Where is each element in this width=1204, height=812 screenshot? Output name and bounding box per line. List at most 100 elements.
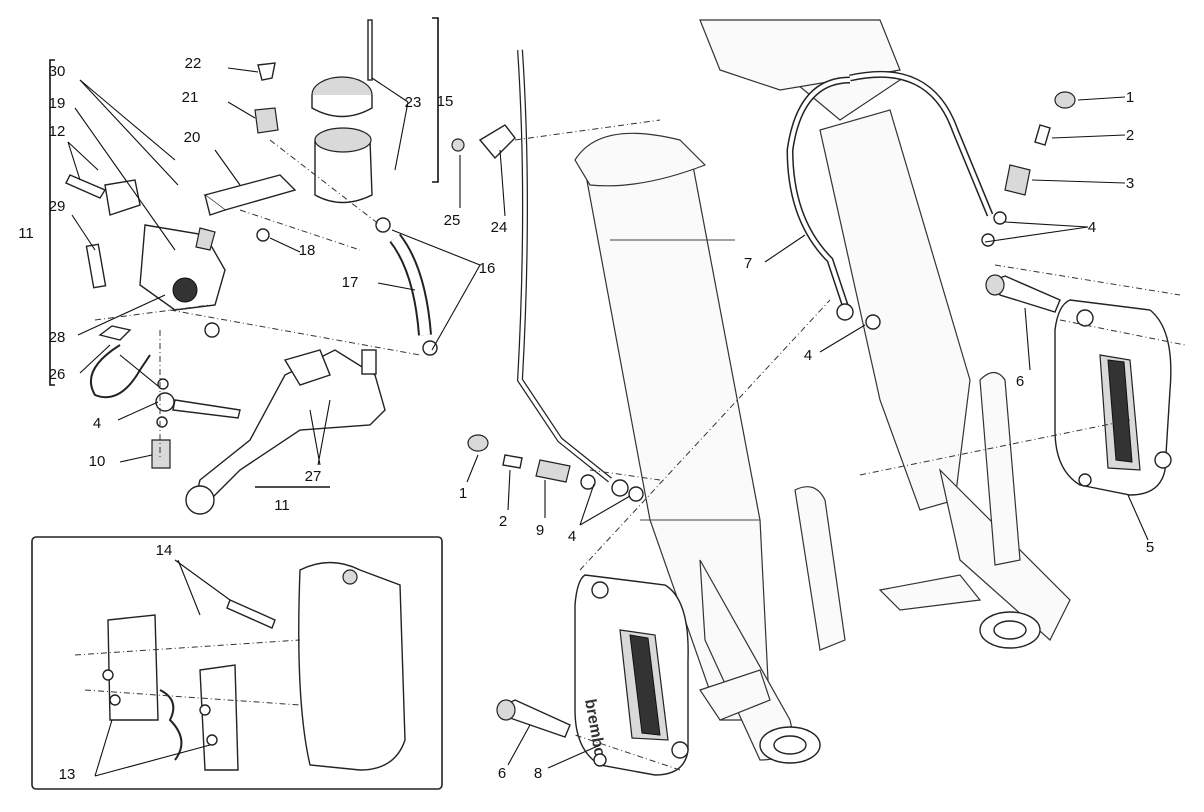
leader-line: [466, 454, 479, 483]
part-number-label: 30: [49, 63, 66, 80]
leader-line: [74, 107, 176, 251]
leader-line: [227, 101, 256, 119]
caliper-bolt-right: [985, 274, 1061, 313]
grommets: [204, 62, 279, 338]
part-number-label: 13: [59, 766, 76, 783]
leader-line: [67, 141, 99, 171]
leader-line: [391, 229, 481, 266]
brake-caliper-right: [1054, 299, 1172, 496]
bracket-15: [432, 17, 439, 183]
part-number-label: 25: [444, 212, 461, 229]
front-fork-left: [574, 132, 846, 764]
part-number-label: 6: [1016, 373, 1024, 390]
leader-line: [371, 77, 409, 103]
leader-line: [1077, 96, 1126, 101]
leader-line: [77, 294, 166, 336]
leader-line: [547, 744, 601, 769]
leader-line: [507, 469, 511, 511]
part-number-label: 8: [534, 765, 542, 782]
leader-line: [317, 399, 331, 466]
part-number-label: 11: [274, 497, 290, 514]
leader-line: [94, 719, 113, 777]
part-number-label: 28: [49, 329, 66, 346]
leader-line: [214, 149, 241, 186]
brake-lever: [185, 349, 386, 515]
part-number-label: 20: [184, 129, 201, 146]
part-number-label: 26: [49, 366, 66, 383]
part-number-label: 1: [1126, 89, 1134, 106]
leader-line: [79, 344, 111, 374]
part-number-label: 5: [1146, 539, 1154, 556]
leader-line: [174, 559, 231, 601]
banjo-union: [151, 378, 241, 469]
part-number-label: 14: [156, 542, 173, 559]
leader-line: [1031, 179, 1126, 184]
part-number-label: 4: [568, 528, 576, 545]
brake-caliper-left: brembo: [574, 574, 689, 776]
part-number-label: 9: [536, 522, 544, 539]
leader-line: [819, 324, 866, 353]
brake-switch-26: [90, 325, 151, 399]
master-cylinder: [65, 174, 226, 311]
brake-hose-left: [516, 49, 629, 497]
bleed-fittings-right: [981, 91, 1076, 247]
inset-panel: [31, 536, 443, 790]
leader-line: [431, 264, 481, 351]
part-number-label: 11: [18, 225, 34, 242]
part-number-label: 12: [49, 123, 66, 140]
part-number-label: 21: [182, 89, 199, 106]
leader-line: [499, 149, 506, 217]
reservoir: [311, 19, 373, 204]
clamp-24: [451, 124, 516, 160]
part-number-label: 7: [744, 255, 752, 272]
part-number-label: 2: [1126, 127, 1134, 144]
part-number-label: 4: [1088, 219, 1096, 236]
leader-line: [1127, 494, 1149, 541]
front-fork-right: [699, 19, 1071, 649]
leader-line: [507, 724, 531, 766]
leader-line: [984, 226, 1089, 243]
leader-line: [67, 141, 81, 181]
hose-17: [375, 217, 438, 356]
caliper-bolt-left: [496, 699, 571, 738]
leader-line: [579, 495, 631, 526]
part-number-label: 17: [342, 274, 359, 291]
leader-line: [764, 234, 806, 263]
leader-line: [119, 454, 153, 463]
part-number-label: 24: [491, 219, 508, 236]
part-number-label: 1: [459, 485, 467, 502]
leader-line: [227, 67, 259, 73]
leader-line: [309, 409, 321, 466]
leader-line: [119, 354, 159, 387]
part-number-label: 22: [185, 55, 202, 72]
leader-line: [1024, 307, 1031, 371]
leader-line: [79, 79, 176, 161]
leader-line: [1051, 134, 1126, 139]
leader-line: [94, 744, 211, 777]
part-number-label: 19: [49, 95, 66, 112]
part-number-label: 18: [299, 242, 316, 259]
part-number-label: 4: [804, 347, 812, 364]
part-number-label: 29: [49, 198, 66, 215]
leader-line: [579, 483, 595, 526]
brake-hose-7: [786, 70, 994, 321]
bracket-11-left: [49, 59, 55, 386]
part-number-label: 16: [479, 260, 496, 277]
leader-line: [177, 559, 201, 616]
leader-line: [1004, 221, 1089, 228]
part-number-label: 15: [437, 93, 454, 110]
bleed-fittings-left: [467, 434, 644, 502]
leader-line: [117, 401, 159, 421]
part-number-label: 10: [89, 453, 106, 470]
leader-line: [394, 101, 409, 171]
part-number-label: 6: [498, 765, 506, 782]
leader-line: [269, 237, 301, 253]
part-number-label: 23: [405, 94, 422, 111]
washer-4: [865, 314, 881, 330]
part-number-label: 2: [499, 513, 507, 530]
leader-line: [71, 214, 96, 251]
part-number-label: 27: [305, 468, 322, 485]
part-number-label: 3: [1126, 175, 1134, 192]
